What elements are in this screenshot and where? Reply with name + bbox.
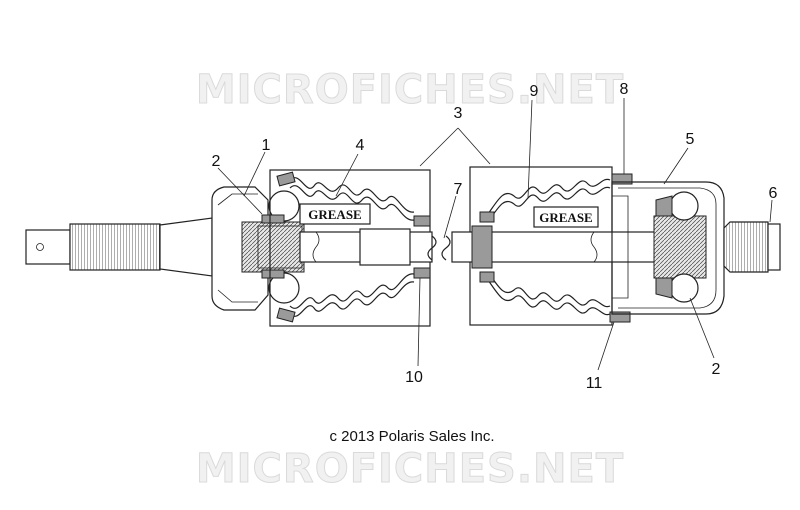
callout-2-right: 2 bbox=[712, 361, 721, 378]
leader-11 bbox=[597, 321, 615, 371]
right-cv-housing bbox=[611, 181, 725, 315]
callout-7: 7 bbox=[454, 181, 463, 198]
callout-10: 10 bbox=[405, 369, 423, 386]
left-shaft-neck bbox=[159, 217, 213, 277]
right-boot-lower bbox=[487, 279, 611, 316]
left-boot bbox=[276, 171, 415, 323]
leader-10 bbox=[417, 277, 421, 367]
right-cage-lower bbox=[655, 277, 673, 299]
leader-5 bbox=[663, 147, 689, 185]
grease-badge-right bbox=[533, 206, 599, 228]
callouts: 1 2 3 4 5 6 7 8 9 10 11 2 bbox=[212, 81, 778, 392]
callout-9: 9 bbox=[530, 83, 539, 100]
leader-3-right bbox=[457, 127, 491, 165]
left-shaft-break bbox=[312, 231, 320, 263]
clamp-8 bbox=[611, 173, 633, 185]
clamp-10-bottom bbox=[413, 267, 431, 279]
leader-9 bbox=[527, 99, 533, 199]
left-boot-clamp-outer-bottom bbox=[276, 307, 296, 323]
left-boot-upper bbox=[289, 177, 415, 213]
left-boot-lower-inner bbox=[289, 273, 415, 309]
left-housing-body bbox=[211, 186, 269, 311]
right-shaft-splines bbox=[723, 221, 769, 273]
right-ball-lower bbox=[669, 273, 699, 303]
right-stub-shaft bbox=[723, 221, 781, 273]
leader-lines bbox=[217, 98, 773, 371]
callout-6: 6 bbox=[769, 185, 778, 202]
copyright-text: c 2013 Polaris Sales Inc. bbox=[329, 428, 494, 445]
callout-2-left: 2 bbox=[212, 153, 221, 170]
clamp-10-top bbox=[413, 215, 431, 227]
grease-label-right: GREASE bbox=[539, 210, 592, 225]
right-housing-outline bbox=[611, 181, 725, 315]
leader-6 bbox=[769, 199, 773, 223]
leader-1 bbox=[243, 151, 266, 197]
watermark-bottom: MICROFICHES.NET bbox=[196, 446, 624, 492]
clamp-11 bbox=[609, 311, 631, 323]
right-boot-lower-inner bbox=[487, 271, 611, 308]
right-boot-clamp-inner-top bbox=[479, 211, 495, 223]
leader-7 bbox=[443, 195, 457, 239]
left-boot-clamp-outer-top bbox=[276, 171, 296, 187]
left-shaft-tip bbox=[25, 229, 71, 265]
left-shaft-step bbox=[359, 228, 411, 266]
leader-2-right bbox=[689, 297, 715, 359]
left-housing-edge bbox=[217, 193, 258, 206]
left-inner-race bbox=[241, 221, 305, 273]
right-boot-upper bbox=[487, 178, 611, 215]
grease-badge-left bbox=[299, 203, 371, 225]
left-housing-edge-bottom bbox=[217, 289, 258, 303]
grease-label-left: GREASE bbox=[308, 207, 361, 222]
callout-5: 5 bbox=[686, 131, 695, 148]
left-stub-shaft bbox=[25, 217, 213, 277]
left-shaft-splines bbox=[69, 223, 161, 271]
shaft-tip-hole bbox=[36, 243, 44, 251]
watermark-top: MICROFICHES.NET bbox=[196, 67, 624, 113]
right-ball-upper bbox=[669, 191, 699, 221]
right-shaft-collar bbox=[471, 225, 493, 269]
right-bearing bbox=[653, 191, 707, 303]
right-boot bbox=[479, 178, 611, 316]
right-cage-upper bbox=[655, 195, 673, 217]
clamp-10 bbox=[413, 215, 431, 279]
callout-8: 8 bbox=[620, 81, 629, 98]
left-boot-upper-inner bbox=[289, 185, 415, 221]
callout-1: 1 bbox=[262, 137, 271, 154]
right-inner-race bbox=[653, 215, 707, 279]
right-shaft-end bbox=[767, 223, 781, 271]
callout-11: 11 bbox=[586, 375, 603, 392]
left-center-shaft bbox=[299, 228, 433, 266]
left-boot-lower bbox=[289, 281, 415, 317]
callout-3: 3 bbox=[454, 105, 463, 122]
left-cage-upper bbox=[261, 214, 285, 224]
right-housing-lip bbox=[612, 195, 629, 299]
right-housing-inner bbox=[618, 187, 717, 309]
leader-2-left bbox=[217, 167, 263, 215]
left-cv-housing bbox=[211, 186, 269, 311]
shaft-break-left bbox=[427, 235, 437, 261]
leader-3-left bbox=[419, 127, 459, 167]
leader-4 bbox=[335, 153, 359, 197]
shaft-break-right bbox=[441, 235, 451, 261]
right-center-shaft bbox=[451, 225, 663, 269]
right-shaft-break bbox=[590, 231, 598, 263]
right-boot-upper-inner bbox=[487, 186, 611, 223]
right-boot-clamp-inner-bottom bbox=[479, 271, 495, 283]
left-cage-lower bbox=[261, 269, 285, 279]
callout-4: 4 bbox=[356, 137, 365, 154]
left-bearing bbox=[241, 190, 305, 304]
